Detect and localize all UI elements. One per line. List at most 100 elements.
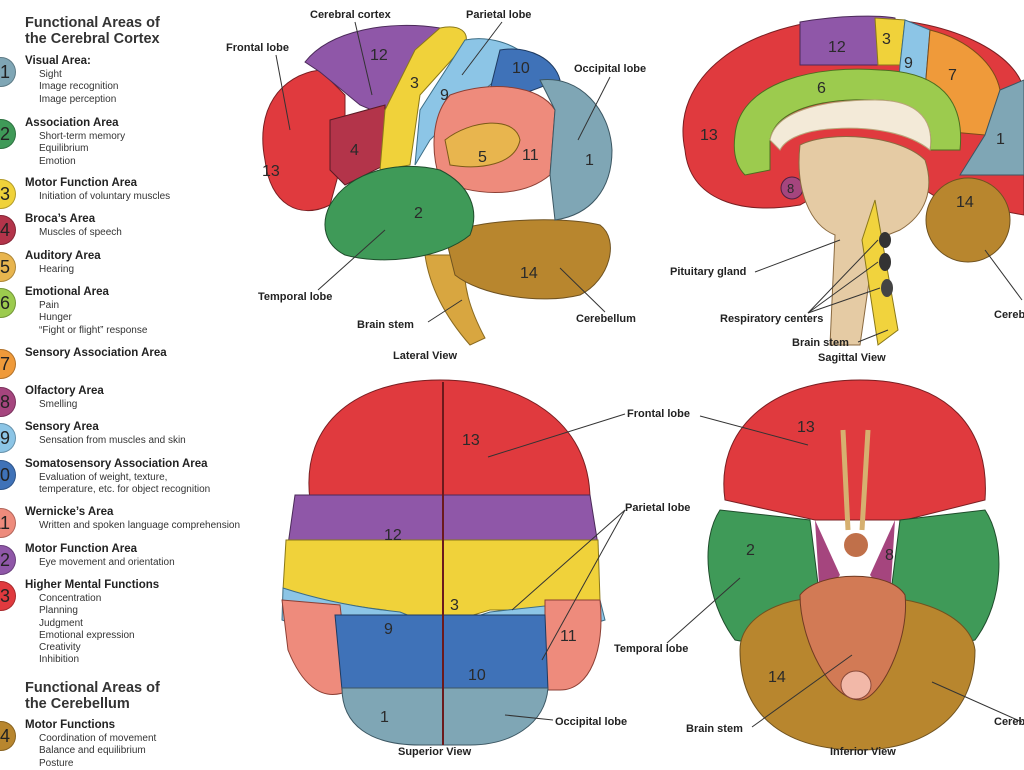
superior-view-illustration: 13 12 3 9 10 11 1 — [281, 379, 626, 746]
superior-occipital-lobe-label: Occipital lobe — [555, 716, 628, 728]
lateral-occipital-lobe-label: Occipital lobe — [574, 63, 647, 75]
svg-text:14: 14 — [768, 669, 786, 686]
area-number-badge: 5 — [0, 252, 16, 282]
area-number-badge: 4 — [0, 215, 16, 245]
area-number-badge: 8 — [0, 387, 16, 417]
svg-text:10: 10 — [468, 667, 486, 684]
lateral-frontal-lobe-label: Frontal lobe — [226, 42, 289, 54]
superior-parietal-lobe-label: Parietal lobe — [625, 502, 691, 514]
legend-item-description: Evaluation of weight, texture, temperatu… — [39, 472, 211, 496]
legend-item-title: Sensory Association Area — [25, 347, 167, 359]
svg-text:11: 11 — [522, 147, 539, 164]
svg-text:5: 5 — [478, 149, 487, 166]
legend-item-title: Visual Area: — [25, 55, 91, 67]
svg-text:14: 14 — [956, 194, 974, 211]
area-number-badge: 1 — [0, 57, 16, 87]
lateral-brain-stem-label: Brain stem — [357, 319, 414, 331]
legend-item-title: Sensory Area — [25, 421, 99, 433]
sagittal-view-caption: Sagittal View — [818, 352, 886, 364]
lateral-view-caption: Lateral View — [393, 350, 457, 362]
svg-text:13: 13 — [262, 163, 280, 180]
legend-panel: Functional Areas of the Cerebral Cortex … — [0, 0, 270, 769]
svg-text:1: 1 — [996, 131, 1005, 148]
area-number-badge: 12 — [0, 545, 16, 575]
area-number-badge: 13 — [0, 581, 16, 611]
lateral-temporal-lobe-label: Temporal lobe — [258, 291, 333, 303]
svg-text:6: 6 — [817, 80, 826, 97]
sagittal-view-illustration: 13 12 3 9 7 6 1 8 14 — [682, 15, 1024, 346]
legend-item-title: Association Area — [25, 117, 119, 129]
inferior-view-caption: Inferior View — [830, 746, 896, 758]
svg-text:9: 9 — [440, 87, 449, 104]
sagittal-cerebellum-label: Cereb — [994, 309, 1024, 321]
legend-item-description: Eye movement and orientation — [39, 557, 175, 568]
svg-text:2: 2 — [746, 542, 755, 559]
legend-item-title: Motor Functions — [25, 719, 116, 731]
lateral-view-illustration: 12 3 9 10 4 13 5 11 1 2 14 — [262, 21, 613, 346]
lateral-cerebral-cortex-label: Cerebral cortex — [310, 9, 391, 21]
svg-text:12: 12 — [384, 527, 402, 544]
svg-text:13: 13 — [462, 432, 480, 449]
sagittal-pituitary-label: Pituitary gland — [670, 266, 747, 278]
legend-item-description: Hearing — [39, 264, 75, 275]
legend-cortex-title: Functional Areas of the Cerebral Cortex — [25, 15, 160, 47]
legend-item-description: Sensation from muscles and skin — [39, 435, 186, 446]
legend-item-title: Auditory Area — [25, 250, 101, 262]
superior-view-caption: Superior View — [398, 746, 472, 758]
sagittal-respiratory-label: Respiratory centers — [720, 313, 824, 325]
area-number-badge: 11 — [0, 508, 16, 538]
svg-text:8: 8 — [787, 181, 794, 196]
legend-item-description: Pain Hunger “Fight or flight” response — [39, 300, 148, 336]
area-number-badge: 3 — [0, 179, 16, 209]
legend-cerebellum-title: Functional Areas of the Cerebellum — [25, 680, 160, 712]
svg-text:7: 7 — [948, 67, 957, 84]
svg-text:12: 12 — [828, 39, 846, 56]
inferior-temporal-lobe-label: Temporal lobe — [614, 643, 689, 655]
legend-item-title: Broca’s Area — [25, 213, 96, 225]
legend-item-description: Coordination of movement Balance and equ… — [39, 733, 157, 769]
inferior-view-illustration: 13 2 8 14 — [666, 379, 1023, 751]
area-number-badge: 2 — [0, 119, 16, 149]
svg-text:2: 2 — [414, 205, 423, 222]
svg-text:8: 8 — [885, 547, 894, 564]
sagittal-brain-stem-label: Brain stem — [792, 337, 849, 349]
legend-item-description: Concentration Planning Judgment Emotiona… — [39, 593, 135, 666]
svg-text:12: 12 — [370, 47, 388, 64]
legend-item-title: Higher Mental Functions — [25, 579, 160, 591]
area-number-badge: 9 — [0, 423, 16, 453]
svg-text:4: 4 — [350, 142, 359, 159]
legend-item-title: Emotional Area — [25, 286, 109, 298]
legend-item-description: Initiation of voluntary muscles — [39, 191, 171, 202]
inferior-cerebellum-label: Cereb — [994, 716, 1024, 728]
svg-text:3: 3 — [450, 597, 459, 614]
legend-item-description: Muscles of speech — [39, 227, 122, 238]
area-number-badge: 14 — [0, 721, 16, 751]
svg-text:13: 13 — [797, 419, 815, 436]
legend-item-description: Written and spoken language comprehensio… — [39, 520, 241, 531]
area-number-badge: 6 — [0, 288, 16, 318]
legend-item-title: Olfactory Area — [25, 385, 104, 397]
lateral-cerebellum-label: Cerebellum — [576, 313, 636, 325]
lateral-parietal-lobe-label: Parietal lobe — [466, 9, 532, 21]
superior-frontal-lobe-label: Frontal lobe — [627, 408, 690, 420]
svg-text:1: 1 — [585, 152, 594, 169]
svg-text:14: 14 — [520, 265, 538, 282]
legend-item-description: Sight Image recognition Image perception — [39, 69, 119, 105]
legend-item-title: Motor Function Area — [25, 177, 138, 189]
area-number-badge: 7 — [0, 349, 16, 379]
inferior-brain-stem-label: Brain stem — [686, 723, 743, 735]
area-number-badge: 10 — [0, 460, 16, 490]
legend-item-description: Short-term memory Equilibrium Emotion — [39, 131, 126, 167]
legend-item-description: Smelling — [39, 399, 78, 410]
legend-item-title: Motor Function Area — [25, 543, 138, 555]
svg-text:13: 13 — [700, 127, 718, 144]
svg-text:9: 9 — [904, 55, 913, 72]
svg-text:3: 3 — [410, 75, 419, 92]
svg-text:3: 3 — [882, 31, 891, 48]
svg-text:9: 9 — [384, 621, 393, 638]
legend-item-title: Somatosensory Association Area — [25, 458, 208, 470]
legend-item-title: Wernicke’s Area — [25, 506, 114, 518]
svg-text:1: 1 — [380, 709, 389, 726]
svg-text:10: 10 — [512, 60, 530, 77]
